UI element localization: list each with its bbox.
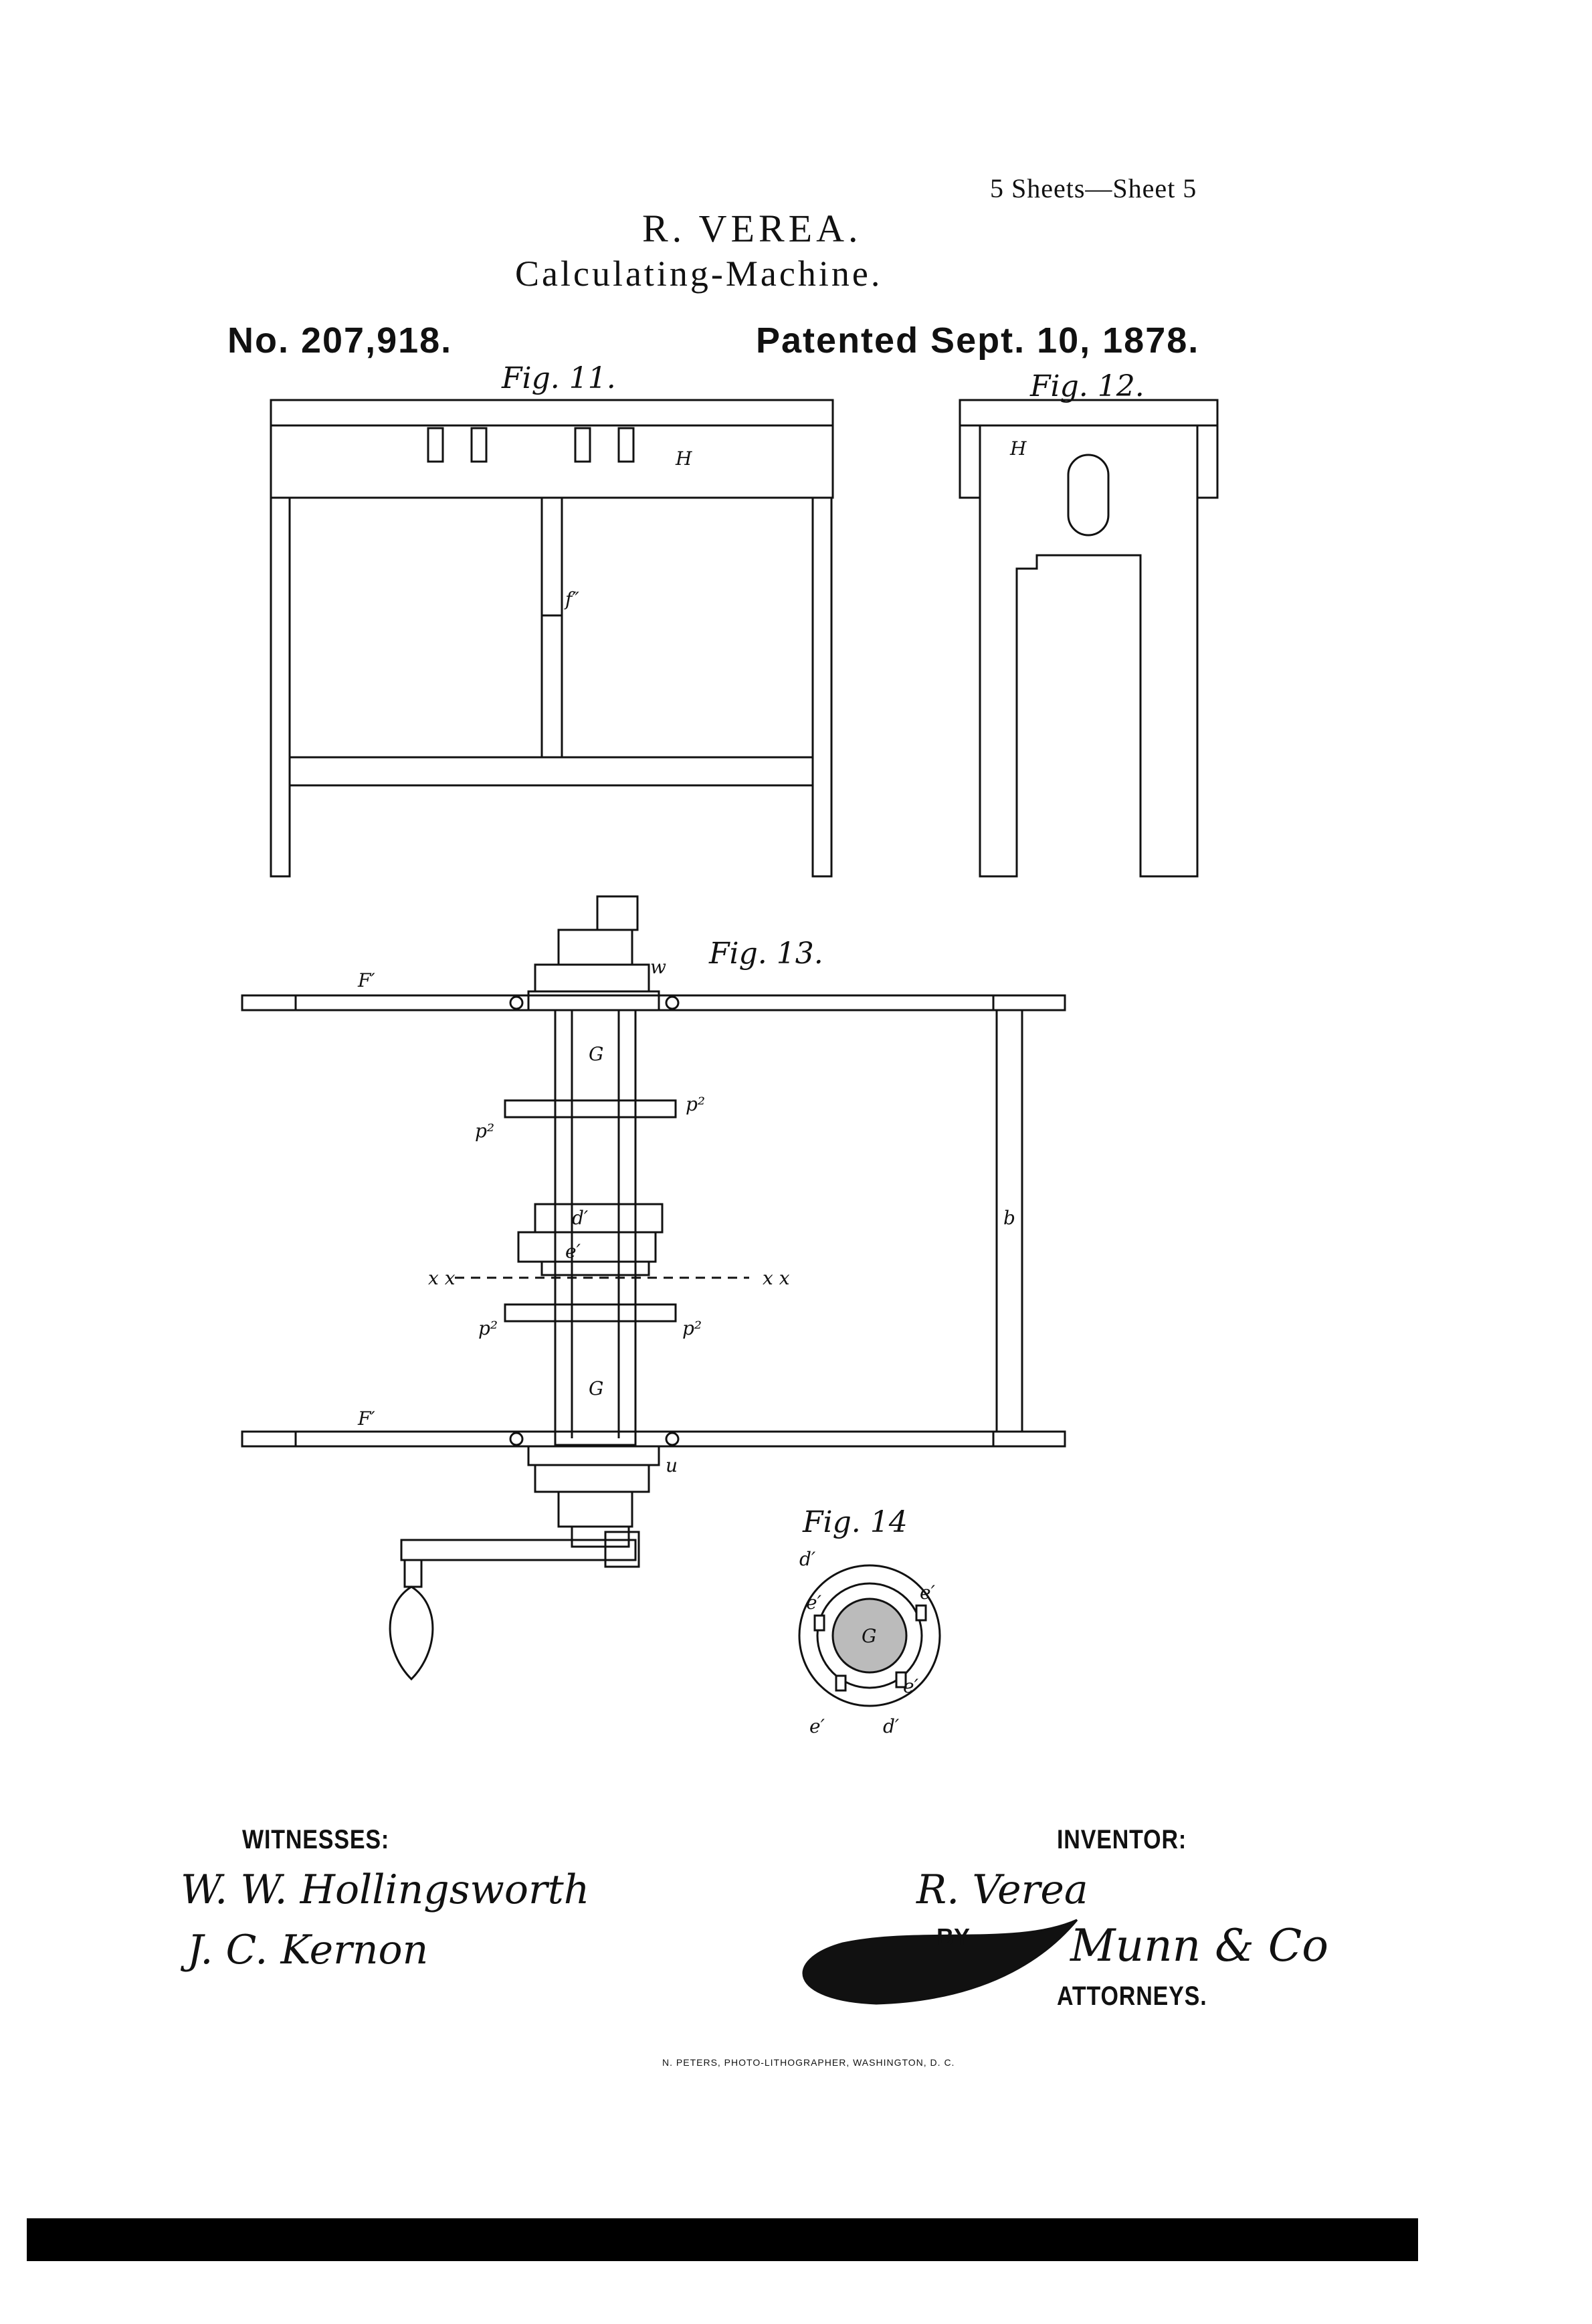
figure-12-drawing xyxy=(959,399,1219,878)
witnesses-label: WITNESSES: xyxy=(242,1825,390,1854)
fig14-label: Fig. 14 xyxy=(802,1505,908,1539)
fig13-ref-f-bottom: F′ xyxy=(357,1408,375,1430)
fig13-ref-p2-left-bottom: p² xyxy=(478,1317,498,1339)
patent-date: Patented Sept. 10, 1878. xyxy=(756,320,1200,361)
fig12-ref-h: H xyxy=(1009,438,1027,460)
attorney-signature: Munn & Co xyxy=(1070,1920,1329,1971)
sheet-number: 5 Sheets—Sheet 5 xyxy=(990,173,1197,203)
fig14-ref-d-bottom: d′ xyxy=(883,1715,900,1737)
fig13-ref-xx-right: x x xyxy=(763,1267,790,1289)
fig14-ref-e-right: e′ xyxy=(920,1581,936,1604)
fig14-ref-e-lower: e′ xyxy=(903,1675,919,1697)
patent-number: No. 207,918. xyxy=(227,320,453,361)
fig13-ref-e: e′ xyxy=(565,1240,581,1262)
attorney-flourish xyxy=(802,1919,1078,2005)
figure-13-drawing xyxy=(241,895,1066,1681)
fig13-ref-w: w xyxy=(650,956,666,978)
inventor-label: INVENTOR: xyxy=(1057,1825,1187,1854)
fig13-ref-b: b xyxy=(1003,1207,1015,1229)
attorneys-label: ATTORNEYS. xyxy=(1057,1981,1207,2011)
fig13-ref-p2-right-bottom: p² xyxy=(682,1317,702,1339)
fig13-ref-g-bottom: G xyxy=(589,1377,603,1399)
fig12-label: Fig. 12. xyxy=(1029,369,1145,403)
invention-title: Calculating-Machine. xyxy=(515,254,883,294)
fig14-ref-e-left: e′ xyxy=(806,1591,822,1614)
fig13-label: Fig. 13. xyxy=(708,937,823,971)
printer-credit: N. PETERS, PHOTO-LITHOGRAPHER, WASHINGTO… xyxy=(662,2057,955,2068)
fig14-ref-e-bottom: e′ xyxy=(809,1715,825,1737)
fig13-ref-p2-right-top: p² xyxy=(686,1093,705,1115)
fig14-ref-g: G xyxy=(862,1625,876,1647)
fig13-ref-u: u xyxy=(666,1454,678,1476)
scan-edge-bar xyxy=(27,2218,1418,2261)
fig11-ref-h: H xyxy=(675,448,692,470)
figure-11-drawing xyxy=(270,399,834,878)
fig13-ref-g-top: G xyxy=(589,1043,603,1065)
inventor-signature: R. Verea xyxy=(916,1866,1088,1913)
by-label: BY xyxy=(936,1923,971,1951)
fig11-label: Fig. 11. xyxy=(501,361,616,395)
witness-signature-2: J. C. Kernon xyxy=(187,1927,429,1973)
fig14-ref-d-top: d′ xyxy=(799,1548,816,1570)
inventor-name: R. VEREA. xyxy=(642,207,862,250)
fig13-ref-p2-left-top: p² xyxy=(475,1120,494,1142)
witness-signature-1: W. W. Hollingsworth xyxy=(181,1866,590,1913)
figure-14-drawing xyxy=(798,1564,941,1707)
fig11-ref-f: f″ xyxy=(564,588,579,610)
fig13-ref-d: d′ xyxy=(572,1207,589,1229)
fig13-ref-xx-left: x x xyxy=(428,1267,456,1289)
fig13-ref-f-top: F′ xyxy=(357,969,375,991)
